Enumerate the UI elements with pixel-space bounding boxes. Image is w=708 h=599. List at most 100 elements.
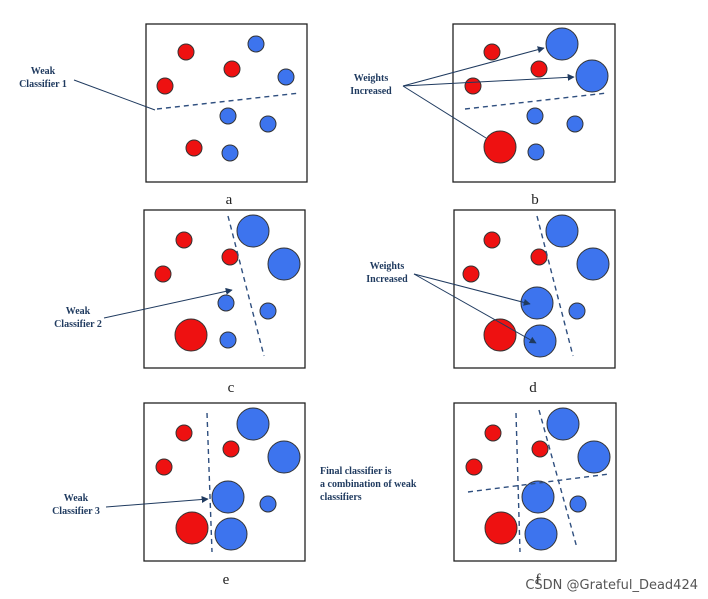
red-point [531, 440, 549, 458]
weak-classifier-2-boundary [538, 409, 578, 549]
panel-label-e: e [223, 572, 230, 588]
panel-a: a [145, 23, 308, 208]
blue-point-weighted [546, 407, 580, 441]
panel-d: d [453, 209, 616, 396]
weak-classifier-1-boundary [464, 92, 608, 110]
annotation-line: Weak [66, 306, 91, 317]
annotation-line: Increased [366, 274, 408, 285]
annotation-line: a combination of weak [320, 479, 417, 490]
red-point [530, 248, 548, 266]
red-point [175, 424, 193, 442]
blue-point-weighted [214, 517, 248, 551]
blue-point-weighted [267, 247, 301, 281]
pointer-line [402, 85, 487, 139]
blue-point-weighted [236, 407, 270, 441]
annotation-line: Weak [31, 66, 56, 77]
blue-point [221, 144, 239, 162]
panel-label-c: c [228, 380, 235, 396]
watermark-text: CSDN @Grateful_Dead424 [525, 578, 698, 593]
red-point [483, 231, 501, 249]
panel-f [453, 402, 617, 562]
blue-point [566, 115, 584, 133]
annotation-line: Weak [64, 493, 89, 504]
blue-point [277, 68, 295, 86]
panel-c: c [143, 209, 306, 396]
red-point [484, 424, 502, 442]
weak-classifier-2-boundary [227, 215, 265, 357]
blue-point-weighted [267, 440, 301, 474]
blue-point-weighted [211, 480, 245, 514]
blue-point [526, 107, 544, 125]
red-point [530, 60, 548, 78]
blue-point [247, 35, 265, 53]
panel-label-a: a [226, 192, 233, 208]
annotation-line: Classifier 2 [54, 319, 102, 330]
blue-point [219, 107, 237, 125]
blue-point-weighted [520, 286, 554, 320]
red-point [222, 440, 240, 458]
annotation-final-classifier: Final classifier is a combination of wea… [320, 466, 417, 503]
red-point [177, 43, 195, 61]
blue-point-weighted [577, 440, 611, 474]
pointer-arrow [105, 496, 209, 508]
annotation-line: Weights [354, 73, 389, 84]
red-point-weighted [484, 511, 518, 545]
annotation-weak-classifier-1: Weak Classifier 1 [19, 66, 156, 111]
blue-point-weighted [576, 247, 610, 281]
blue-point-weighted [521, 480, 555, 514]
annotation-weights-increased-d: Weights Increased [366, 261, 537, 344]
panel-label-f: f [536, 572, 541, 588]
red-point-weighted [483, 130, 517, 164]
annotation-weights-increased-b: Weights Increased [350, 46, 575, 139]
blue-point [217, 294, 235, 312]
blue-point-weighted [523, 324, 557, 358]
red-point [156, 77, 174, 95]
annotation-line: Final classifier is [320, 466, 392, 477]
red-point [155, 458, 173, 476]
pointer-arrow [413, 273, 531, 306]
red-point [465, 458, 483, 476]
pointer-line [73, 79, 156, 111]
red-point-weighted [483, 318, 517, 352]
blue-point-weighted [545, 214, 579, 248]
blue-point [568, 302, 586, 320]
panel-label-b: b [531, 192, 539, 208]
red-point [483, 43, 501, 61]
blue-point-weighted [236, 214, 270, 248]
blue-point [259, 115, 277, 133]
annotation-line: Weights [370, 261, 405, 272]
pointer-arrow [413, 273, 537, 344]
red-point [223, 60, 241, 78]
panel-b: b [452, 23, 616, 208]
weak-classifier-1-boundary [467, 473, 610, 493]
blue-point-weighted [545, 27, 579, 61]
pointer-arrow [402, 46, 545, 87]
red-point-weighted [175, 511, 209, 545]
annotation-weak-classifier-3: Weak Classifier 3 [52, 493, 209, 517]
panel-e: e [143, 402, 306, 588]
red-point [154, 265, 172, 283]
blue-point [259, 302, 277, 320]
pointer-arrow [103, 287, 233, 319]
annotation-line: Classifier 3 [52, 506, 100, 517]
weak-classifier-1-boundary [156, 92, 301, 110]
annotation-line: Increased [350, 86, 392, 97]
blue-point [259, 495, 277, 513]
weak-classifier-2-boundary [536, 215, 574, 357]
blue-point [527, 143, 545, 161]
red-point [221, 248, 239, 266]
red-point-weighted [174, 318, 208, 352]
panel-label-d: d [529, 380, 537, 396]
red-point [462, 265, 480, 283]
red-point [464, 77, 482, 95]
blue-point [219, 331, 237, 349]
pointer-arrow [402, 73, 575, 87]
red-point [185, 139, 203, 157]
annotation-line: classifiers [320, 492, 362, 503]
blue-point-weighted [575, 59, 609, 93]
blue-point [569, 495, 587, 513]
annotation-line: Classifier 1 [19, 79, 67, 90]
annotation-weak-classifier-2: Weak Classifier 2 [54, 287, 233, 330]
red-point [175, 231, 193, 249]
